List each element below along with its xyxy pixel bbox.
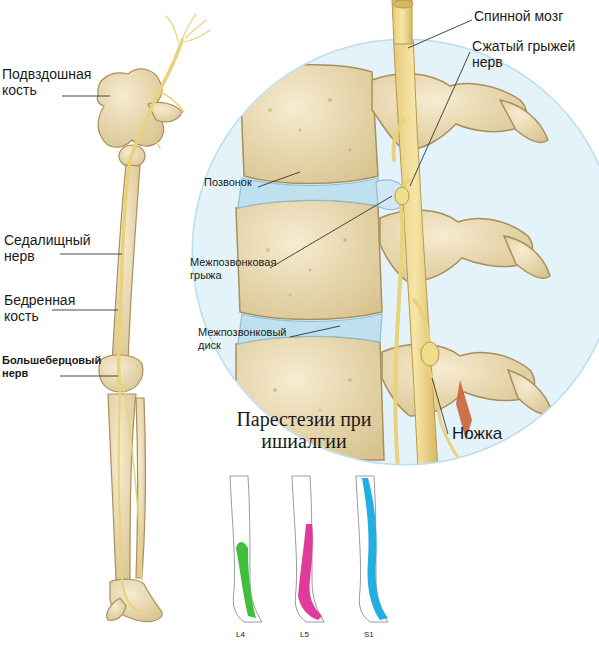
leader-lines	[52, 20, 472, 434]
paresthesia-legs	[230, 476, 388, 622]
leg-skeleton	[97, 69, 182, 622]
segment-label: L4	[236, 630, 256, 639]
part-label: Сжатый грыжей нерв	[472, 38, 584, 70]
part-label: Седалищный нерв	[4, 232, 86, 264]
part-label: Ножка	[452, 424, 532, 444]
part-label: Подвздошная кость	[2, 66, 98, 98]
part-label: Большеберцовый нерв	[2, 354, 102, 379]
spine-illustration	[190, 0, 599, 470]
segment-label: L5	[300, 630, 320, 639]
sciatic-nerve	[119, 14, 211, 612]
part-label: Позвонок	[204, 176, 274, 189]
segment-label: S1	[364, 630, 384, 639]
part-label: Межпозвонковая грыжа	[190, 256, 290, 281]
part-label: Спинной мозг	[474, 8, 594, 24]
inset-heading: Парестезии при ишиалгии	[236, 408, 372, 452]
part-label: Бедренная кость	[4, 292, 84, 324]
part-label: Межпозвонковый диск	[198, 326, 298, 351]
